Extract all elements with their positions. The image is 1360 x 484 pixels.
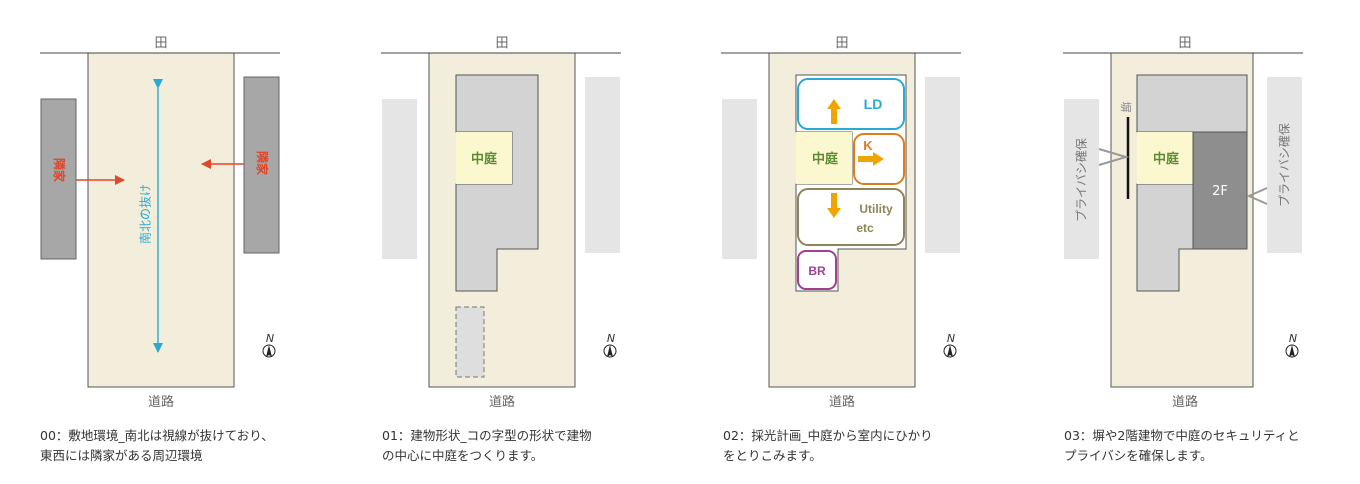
blocked-view-arrow-east [1246,187,1268,205]
room-br-label: BR [808,264,826,278]
caption-02-line2: をとりこみます。 [723,448,822,463]
ns-through-label: 南北の抜け [138,184,153,244]
road-label: 道路 [148,394,174,410]
caption-00: 00：敷地環境_南北は視線が抜けており、 東西には隣家がある周辺環境 [40,426,340,466]
north-letter: N [607,332,615,345]
light-arrow-k [858,152,884,166]
panel-03: 田 道路 プライバシ確保 プライバシ確保 中庭 2F 塀 N [1063,36,1303,410]
room-k-label: K [863,138,873,153]
room-utility [797,188,905,246]
road-label: 道路 [829,394,855,410]
panel-00: 田 道路 隣家 隣家 南北の抜け N [40,36,280,410]
courtyard-label: 中庭 [471,151,498,166]
north-letter: N [266,332,274,345]
blocked-view-arrow-west [1098,148,1130,166]
caption-00-line1: 00：敷地環境_南北は視線が抜けており、 [40,428,274,443]
caption-02-line1: 02：採光計画_中庭から室内にひかり [723,428,933,443]
site-plot [87,52,235,388]
neighbor-house-west [382,99,417,259]
courtyard-label: 中庭 [1153,151,1180,166]
privacy-label-east: プライバシ確保 [1277,123,1292,207]
caption-03: 03：塀や2階建物で中庭のセキュリティと プライバシを確保します。 [1064,426,1354,466]
caption-00-line2: 東西には隣家がある周辺環境 [40,448,203,463]
field-label: 田 [835,36,848,51]
light-arrow-ld [827,99,841,124]
north-indicator: N [1285,332,1299,358]
room-utility-label-2: etc [856,221,874,235]
north-indicator: N [262,332,276,358]
light-arrow-utility [827,193,841,218]
neighbor-house-west [40,98,77,260]
courtyard [456,132,512,184]
north-letter: N [1289,332,1297,345]
room-br [797,250,837,290]
room-ld-label: LD [864,96,883,112]
caption-01: 01：建物形状_コの字型の形状で建物 の中心に中庭をつくります。 [382,426,682,466]
caption-01-line2: の中心に中庭をつくります。 [382,448,544,463]
panel-01: 田 道路 中庭 N [381,36,621,410]
neighbor-house-east [1267,77,1302,253]
field-label: 田 [154,36,167,51]
north-indicator: N [943,332,957,358]
second-floor-label: 2F [1212,184,1228,199]
room-utility-label-1: Utility [859,202,893,216]
wall-label: 塀 [1119,102,1132,113]
second-floor-volume [1192,131,1248,250]
neighbor-house-east [243,76,280,254]
neighbor-label-east: 隣家 [255,151,270,176]
panel-02: 田 道路 中庭 LD K Utility etc BR N [721,36,961,410]
room-ld [797,78,905,130]
caption-03-line2: プライバシを確保します。 [1064,448,1213,463]
caption-03-line1: 03：塀や2階建物で中庭のセキュリティと [1064,428,1300,443]
parking-space [455,306,485,378]
courtyard [1137,132,1193,184]
road-label: 道路 [1172,394,1198,410]
neighbor-house-east [925,77,960,253]
neighbor-label-west: 隣家 [52,158,67,183]
north-indicator: N [603,332,617,358]
caption-02: 02：採光計画_中庭から室内にひかり をとりこみます。 [723,426,1023,466]
field-label: 田 [1178,36,1191,51]
neighbor-house-east [585,77,620,253]
courtyard-label: 中庭 [812,151,839,166]
north-letter: N [947,332,955,345]
caption-01-line1: 01：建物形状_コの字型の形状で建物 [382,428,592,443]
field-label: 田 [495,36,508,51]
courtyard [796,132,852,184]
road-label: 道路 [489,394,515,410]
neighbor-house-west [722,99,757,259]
neighbor-house-west [1064,99,1099,259]
privacy-label-west: プライバシ確保 [1074,138,1089,222]
